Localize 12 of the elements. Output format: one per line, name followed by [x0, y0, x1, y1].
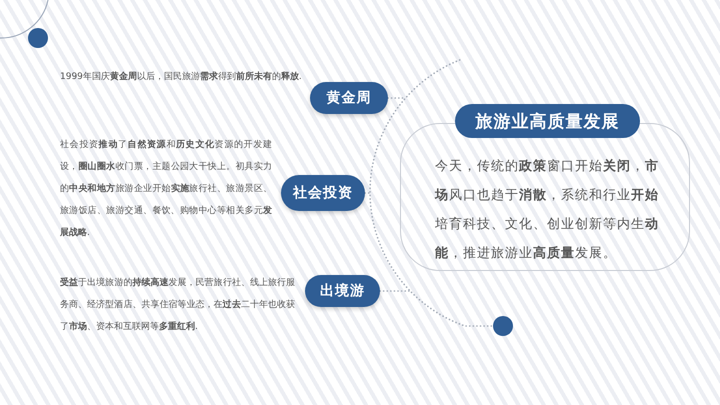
body-paragraph: 今天，传统的政策窗口开始关闭，市场风口也趋于消散，系统和行业开始培育科技、文化、创业创新等内生动能，推进旅游业高质量发展。: [435, 158, 660, 263]
topic-pill: 黄金周: [310, 82, 388, 114]
topic-pill: 出境游: [305, 275, 380, 307]
dotted-connector: [369, 59, 494, 327]
heading-pill: 旅游业高质量发展: [455, 104, 640, 138]
dotted-connector: [379, 290, 411, 292]
dotted-connector: [364, 192, 371, 194]
dot-marker: [493, 316, 513, 336]
description-paragraph: 受益于出境旅游的持续高速发展，民营旅行社、线上旅行服务商、经济型酒店、共享住宿等业态，在过去二十年也收获了市场、资本和互联网等多重红利.: [60, 276, 295, 334]
description-paragraph: 社会投资推动了自然资源和历史文化资源的开发建设，圈山圈水收门票，主题公园大干快上。初具实力的中央和地方旅游企业开始实施旅行社、旅游景区、旅游饭店、旅游交通、餐饮、购物中心等相关多元发展战略.: [60, 138, 272, 240]
topic-pill: 社会投资: [281, 175, 365, 211]
description-paragraph: 1999年国庆黄金周以后，国民旅游需求得到前所未有的释放.: [60, 70, 303, 84]
